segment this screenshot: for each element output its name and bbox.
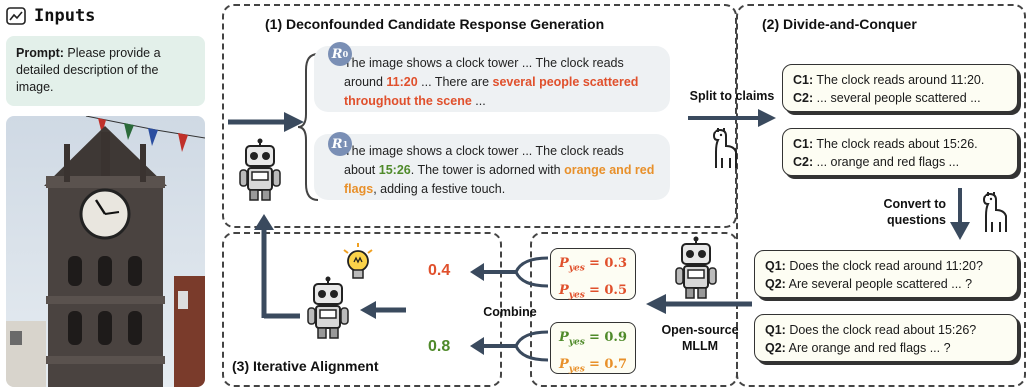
score-a: 0.4: [428, 262, 451, 279]
to-robot-arrow: [360, 301, 406, 319]
inputs-title: Inputs: [34, 6, 96, 26]
clock-tower-photo: [6, 116, 205, 387]
questions-box-a: Q1: Does the clock read around 11:20? Q2…: [754, 250, 1018, 298]
robot-icon-2: [307, 276, 349, 339]
llama-icon: [712, 128, 737, 168]
llama-icon-2: [982, 192, 1007, 232]
section2-title: (2) Divide-and-Conquer: [762, 16, 917, 32]
combine-arrow-a: [470, 256, 549, 288]
scoring-box: [530, 232, 738, 387]
claims-box-a: C1: The clock reads around 11:20. C2: ..…: [782, 64, 1018, 112]
loop-arrow: [254, 214, 300, 319]
combine-label: Combine: [483, 305, 537, 319]
lightbulb-icon: [343, 243, 373, 279]
brace: [298, 53, 319, 201]
split-label: Split to claims: [689, 89, 775, 103]
claims-box-b: C1: The clock reads about 15:26. C2: ...…: [782, 128, 1018, 176]
prompt-box: Prompt: Please provide a detailed descri…: [6, 36, 205, 106]
robot-icon: [239, 138, 281, 201]
section3-box: [222, 232, 502, 387]
input-arrow: [228, 112, 304, 132]
mllm-label: Open-source MLLM: [661, 323, 739, 353]
chart-icon: [6, 7, 26, 25]
section3-title: (3) Iterative Alignment: [232, 358, 379, 374]
inputs-header: Inputs: [6, 6, 95, 26]
split-arrow: [688, 109, 776, 127]
prob-box-b: Pyes = 0.9 Pyes = 0.7: [550, 322, 636, 374]
section1-title: (1) Deconfounded Candidate Response Gene…: [265, 16, 605, 32]
response-r1: The image shows a clock tower ... The cl…: [314, 134, 670, 200]
section2-box: [736, 4, 1026, 387]
mllm-robot-icon: [675, 236, 717, 299]
questions-box-b: Q1: Does the clock read about 15:26? Q2:…: [754, 314, 1018, 362]
combine-arrow-b: [470, 330, 549, 362]
response-r0: The image shows a clock tower ... The cl…: [314, 46, 670, 112]
convert-label: Convert to questions: [883, 197, 947, 227]
score-b: 0.8: [428, 338, 451, 355]
convert-arrow: [950, 188, 970, 240]
prompt-label: Prompt:: [16, 46, 64, 60]
prompt-text: Please provide a detailed description of…: [16, 46, 161, 94]
mllm-arrow: [646, 294, 752, 314]
prob-box-a: Pyes = 0.3 Pyes = 0.5: [550, 248, 636, 300]
